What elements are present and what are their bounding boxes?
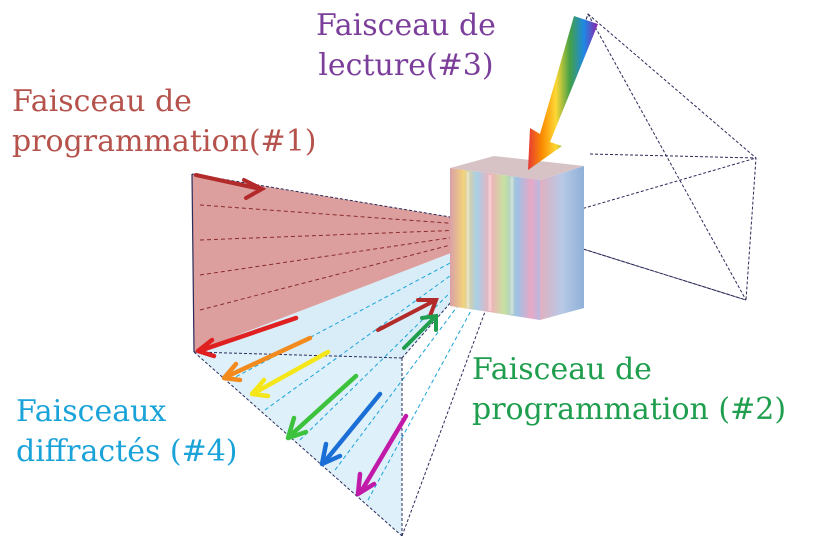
programming-beam-2-arrow (402, 313, 438, 350)
programming-beam-2-label: Faisceau de programmation (#2) (472, 350, 786, 430)
green-diffracted-arrow (285, 373, 359, 441)
yellow-diffracted-arrow (249, 349, 331, 399)
blue-diffracted-arrow (319, 391, 383, 467)
magenta-diffracted-arrow (355, 413, 409, 497)
red-diffracted-arrow (195, 315, 299, 359)
programming-beam-2-label-line1: Faisceau de (472, 352, 652, 387)
orange-diffracted-arrow (221, 335, 313, 383)
diffracted-beams-label-line2: diffractés (#4) (16, 434, 238, 469)
rainbow-arrow-icon (528, 16, 598, 170)
programming-beam-1-label-line2: programmation(#1) (12, 124, 317, 159)
programming-beam-2-label-line2: programmation (#2) (472, 392, 787, 427)
programming-beam-1-label: Faisceau de programmation(#1) (12, 82, 316, 162)
programming-beam-1-label-line1: Faisceau de (12, 84, 192, 119)
programming-beam-1-arrows (194, 173, 439, 332)
reading-beam-label: Faisceau de lecture(#3) (316, 6, 496, 86)
diffracted-arrows (195, 315, 409, 497)
diffracted-beams-label: Faisceaux diffractés (#4) (16, 392, 238, 472)
diffracted-beams-label-line1: Faisceaux (16, 394, 167, 429)
reading-beam-label-line2: lecture(#3) (318, 48, 494, 83)
hologram-crystal-icon (450, 156, 584, 320)
reading-beam-label-line1: Faisceau de (316, 8, 496, 43)
